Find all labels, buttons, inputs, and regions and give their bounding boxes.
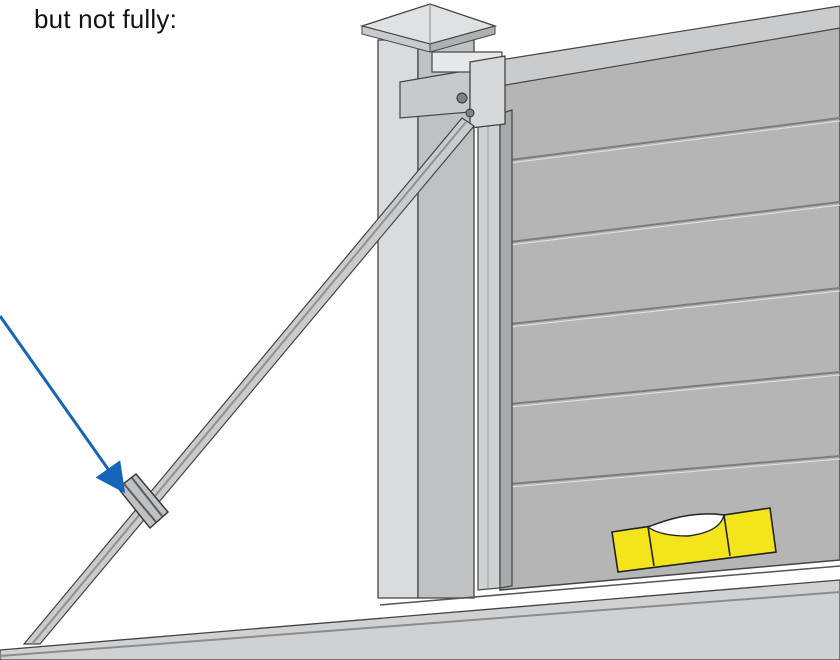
diagonal-brace	[22, 117, 475, 645]
pointer-arrow-icon	[0, 315, 126, 494]
fence-post	[377, 39, 475, 599]
caption-text: but not fully:	[34, 4, 177, 34]
spirit-level-icon	[611, 507, 777, 573]
gate-stile	[477, 109, 513, 591]
turnbuckle-fitting	[117, 473, 169, 530]
gate-panel	[499, 13, 840, 591]
gate-bottom-rail	[0, 565, 840, 660]
panel-grooves	[509, 117, 840, 485]
post-cap	[359, 3, 498, 53]
top-guide-bracket	[399, 51, 506, 129]
